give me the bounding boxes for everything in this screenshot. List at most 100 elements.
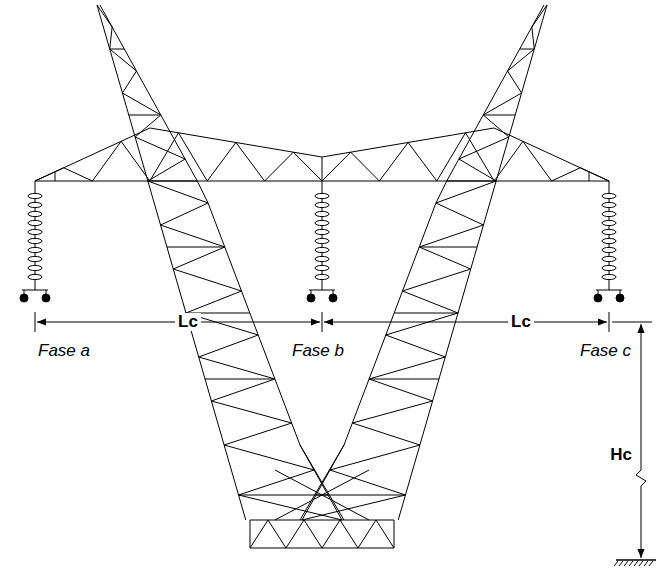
ground-hatch <box>639 561 643 566</box>
break-symbol <box>636 470 646 486</box>
lattice-member <box>211 379 275 401</box>
lattice-member <box>150 133 179 181</box>
lattice-member <box>483 93 521 115</box>
phase-label: Fase b <box>292 342 344 361</box>
lattice-member <box>394 520 395 548</box>
lattice-member <box>97 5 112 27</box>
lattice-member <box>161 225 225 247</box>
lattice-member <box>369 379 433 401</box>
lattice-member <box>205 379 275 380</box>
lattice-member <box>466 133 495 181</box>
lattice-member <box>330 470 405 495</box>
lattice-member <box>520 49 535 50</box>
lattice-member <box>369 379 439 380</box>
lattice-member <box>64 168 93 181</box>
dimension-line <box>641 486 642 558</box>
lattice-member <box>302 495 405 520</box>
lattice-member <box>239 495 342 520</box>
lattice-member <box>344 5 544 445</box>
lattice-member <box>122 71 136 93</box>
lattice-member <box>532 5 547 27</box>
lattice-member <box>148 181 208 203</box>
lattice-member <box>173 247 224 269</box>
lattice-member <box>580 168 609 181</box>
lattice-member <box>322 157 323 181</box>
lattice-member <box>161 203 208 225</box>
lattice-member <box>322 152 351 181</box>
lattice-member <box>121 141 150 181</box>
ground-hatch <box>614 561 618 566</box>
dimension-tick <box>322 312 323 332</box>
lattice-member <box>135 137 185 159</box>
insulator-strings <box>20 181 624 302</box>
lattice-member <box>419 247 477 248</box>
lattice-member <box>135 115 161 137</box>
lattice-member <box>207 142 236 181</box>
ground-hatch <box>644 561 648 566</box>
lattice-member <box>394 313 458 314</box>
lattice-member <box>436 203 483 225</box>
lattice-member <box>419 247 470 269</box>
lattice-member <box>167 247 225 248</box>
lattice-member <box>459 137 509 159</box>
insulator-string <box>20 181 50 302</box>
dimension-tick <box>35 312 36 332</box>
dimension-label: Lc <box>508 313 534 332</box>
lattice-member <box>293 152 322 181</box>
lattice-member <box>483 115 515 116</box>
ground-hatch <box>649 561 653 566</box>
lattice-member <box>173 269 241 291</box>
lattice-member <box>224 423 292 445</box>
dimension-tick <box>609 312 610 332</box>
lattice-member <box>358 520 376 548</box>
ground-line <box>616 559 656 561</box>
lattice-member <box>224 445 314 470</box>
dimension-lines <box>35 312 656 566</box>
ground-hatch <box>629 561 633 566</box>
ground-hatch <box>634 561 638 566</box>
lattice-member <box>110 49 125 50</box>
ground-hatch <box>624 561 628 566</box>
lattice-member <box>239 470 314 495</box>
lattice-member <box>523 141 552 181</box>
dimension-label: Hc <box>610 446 632 465</box>
lattice-member <box>459 159 496 181</box>
lattice-member <box>376 520 394 548</box>
lattice-member <box>250 520 268 548</box>
dimension-line <box>641 324 642 470</box>
lattice-member <box>483 115 509 137</box>
lattice-member <box>589 172 590 181</box>
dimension-label: Lc <box>175 313 201 332</box>
lattice-member <box>110 49 137 71</box>
crossarm-chord <box>35 128 609 181</box>
lattice-member <box>122 93 160 115</box>
lattice-member <box>352 423 420 445</box>
insulator-string <box>594 181 624 302</box>
lattice-member <box>403 269 471 291</box>
lattice-member <box>211 401 291 423</box>
lattice-member <box>300 445 344 520</box>
lattice-member <box>532 27 534 49</box>
lattice-member <box>92 141 121 181</box>
lattice-member <box>379 142 408 181</box>
lattice-member <box>179 133 208 181</box>
lattice-member <box>100 5 300 445</box>
lattice-member <box>250 520 251 548</box>
lattice-member <box>351 152 380 181</box>
lattice-member <box>508 71 522 93</box>
insulator-string <box>307 181 337 302</box>
lattice-member <box>129 115 161 116</box>
lattice-member <box>286 520 304 548</box>
lattice-member <box>508 49 535 71</box>
lattice-member <box>386 313 458 335</box>
lattice-member <box>199 357 275 379</box>
lattice-member <box>224 445 246 520</box>
lattice-member <box>186 291 242 313</box>
lattice-member <box>419 225 483 247</box>
lattice-member <box>250 520 394 521</box>
lattice-member <box>35 168 64 181</box>
phase-label: Fase a <box>38 342 90 361</box>
lattice-member <box>386 335 446 357</box>
dimension-tick <box>612 322 652 323</box>
